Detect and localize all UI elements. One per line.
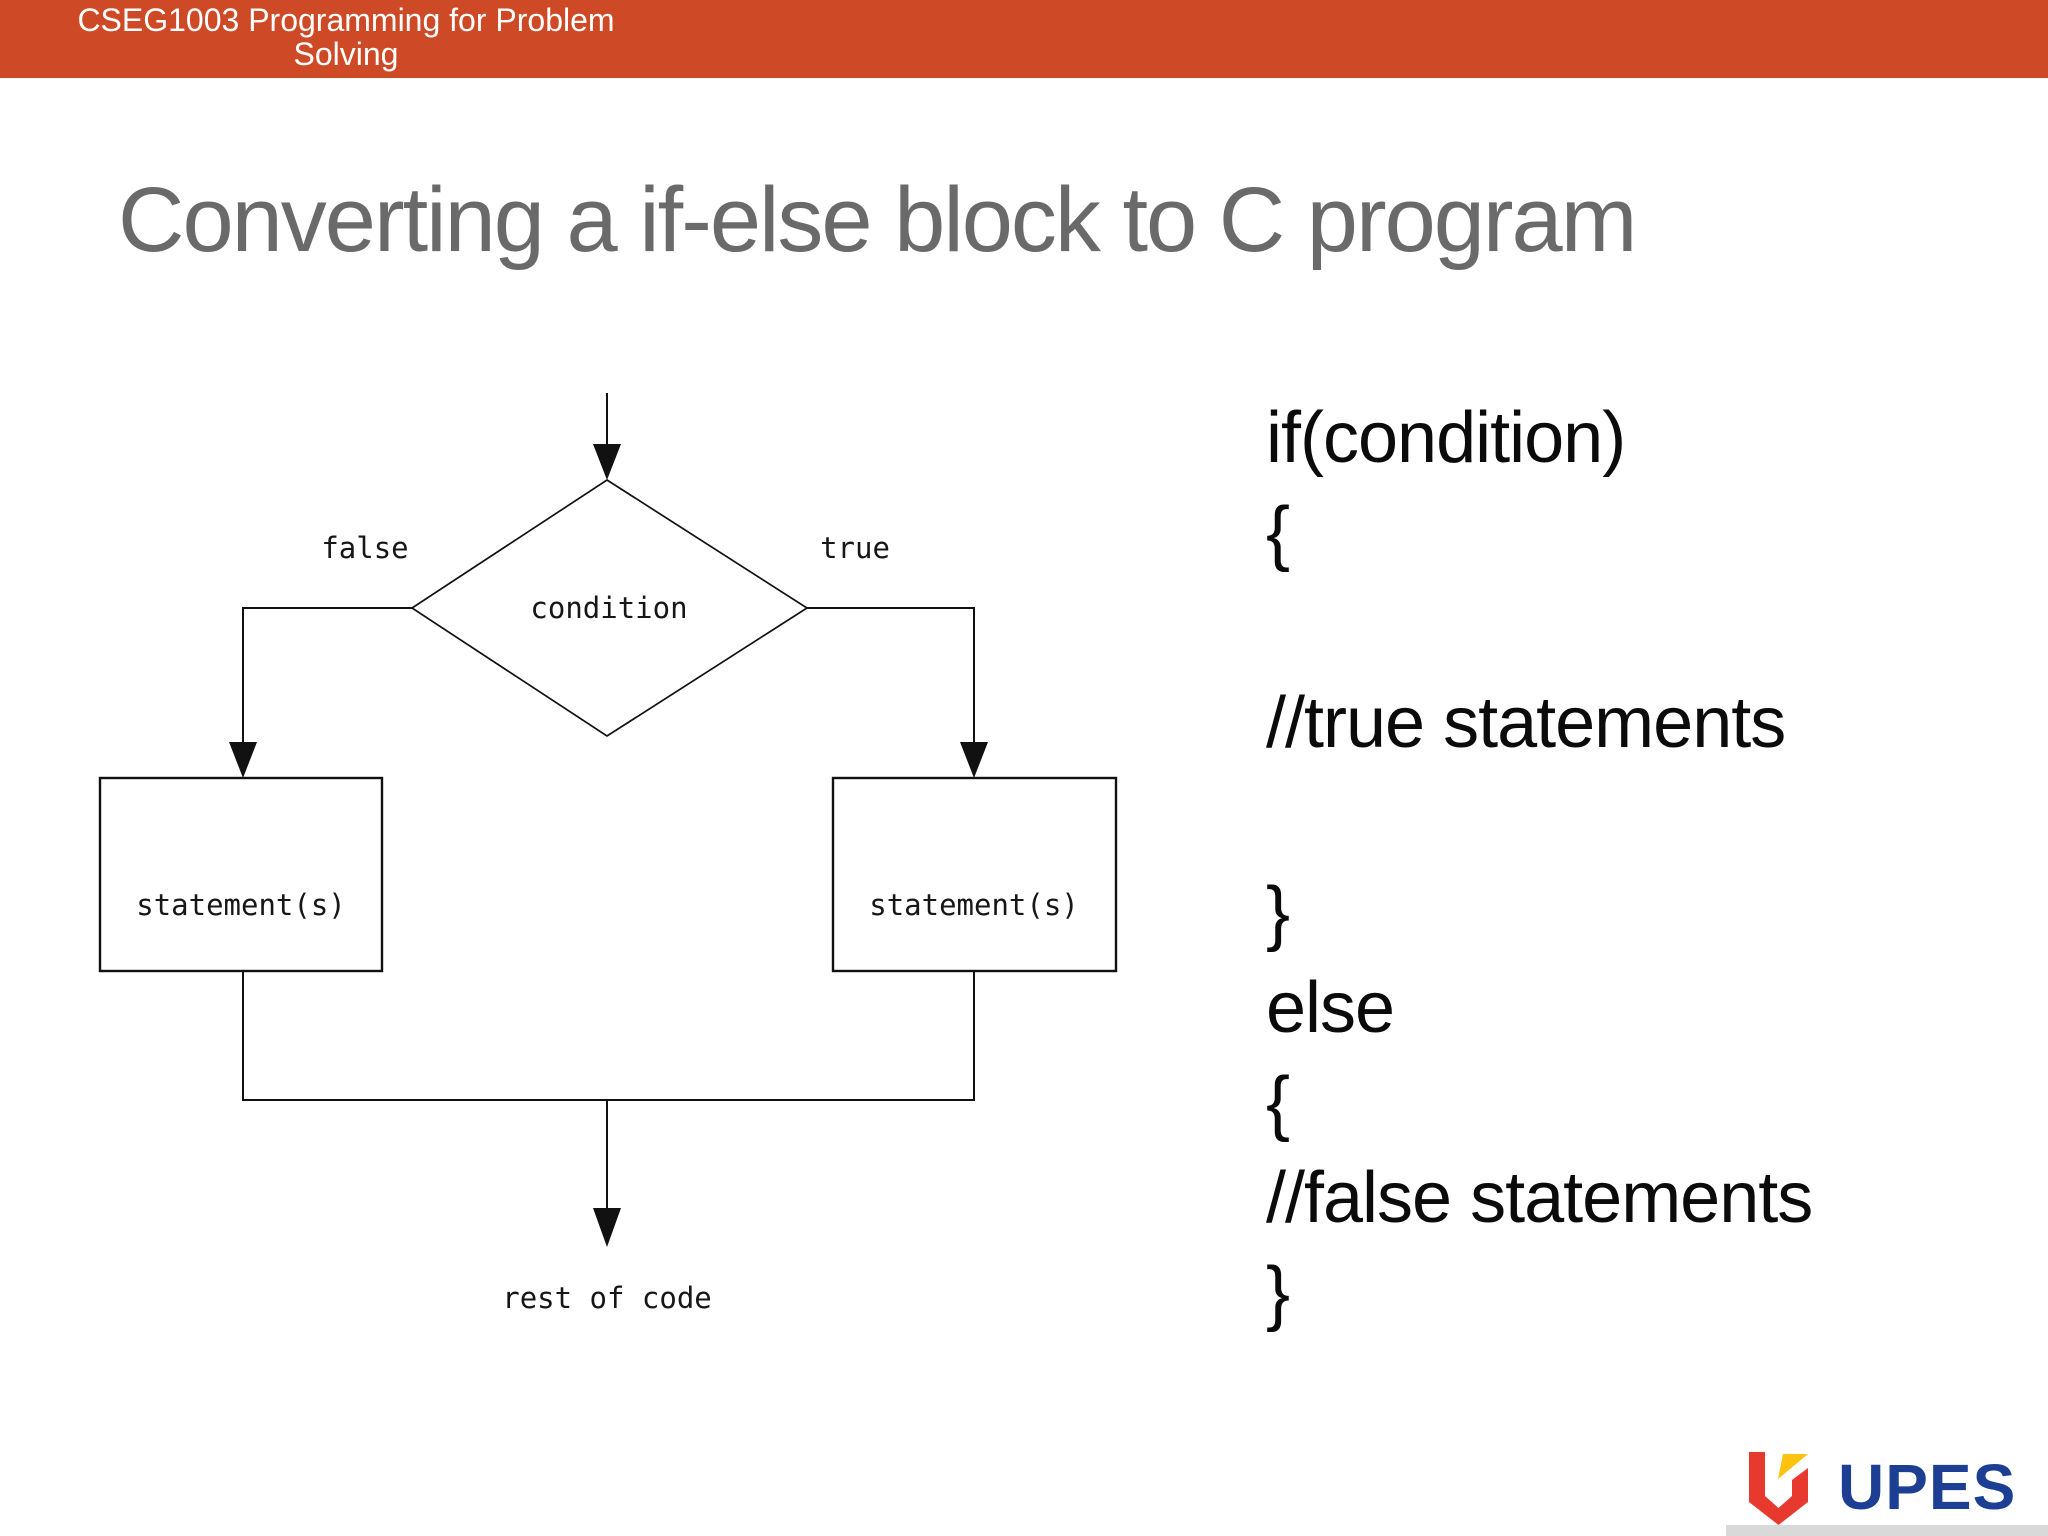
code-line: { (1266, 1063, 1290, 1143)
upes-wordmark: UPES (1838, 1451, 2017, 1523)
code-line: if(condition) (1266, 398, 1626, 478)
upes-logo-icon (1749, 1452, 1808, 1525)
upes-logo-yellow-flag (1778, 1454, 1808, 1479)
true-branch-arrowhead-icon (960, 742, 988, 778)
code-line: } (1266, 1253, 1290, 1333)
condition-diamond (410, 478, 809, 738)
page-title: Converting a if-else block to C program (118, 169, 1637, 271)
entry-arrowhead-icon (593, 444, 621, 480)
course-title: CSEG1003 Programming for Problem Solving (77, 2, 615, 72)
exit-arrowhead-icon (593, 1208, 621, 1247)
upes-logo-red-shield (1749, 1452, 1808, 1525)
condition-label: condition (530, 591, 687, 625)
course-header-bar: CSEG1003 Programming for Problem Solving (0, 0, 2048, 78)
code-line: } (1266, 873, 1290, 953)
code-line: //true statements (1266, 683, 1786, 763)
false-statements-box (98, 776, 384, 973)
code-line (1266, 771, 1812, 866)
code-line: else (1266, 968, 1395, 1048)
c-code-block: if(condition) { //true statements } else… (1266, 391, 1813, 1341)
true-box-label: statement(s) (869, 888, 1079, 922)
true-branch-label: true (820, 531, 890, 565)
true-statements-box (831, 776, 1118, 973)
bottom-accent-bar (1726, 1525, 2048, 1536)
rest-of-code-label: rest of code (502, 1281, 712, 1315)
false-branch-label: false (321, 531, 408, 565)
false-branch-arrowhead-icon (229, 742, 257, 778)
false-box-label: statement(s) (136, 888, 346, 922)
code-line: //false statements (1266, 1158, 1813, 1238)
code-line (1266, 581, 1812, 676)
code-line: { (1266, 493, 1290, 573)
